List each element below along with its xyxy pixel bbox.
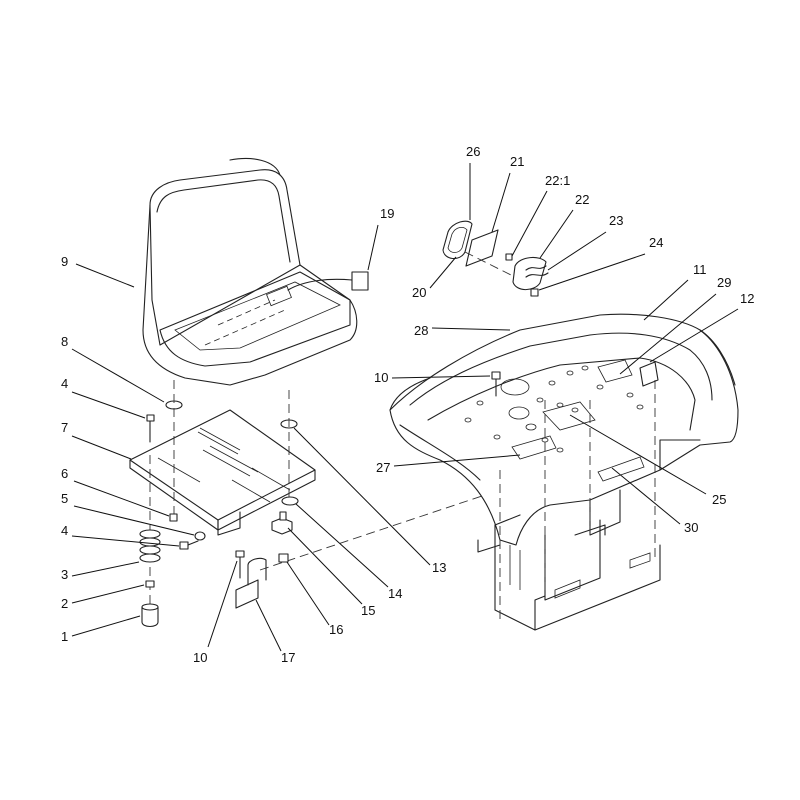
callout-30: 30 xyxy=(611,467,698,535)
svg-text:7: 7 xyxy=(61,420,68,435)
svg-text:16: 16 xyxy=(329,622,343,637)
svg-text:26: 26 xyxy=(466,144,480,159)
switch-bracket-17 xyxy=(235,557,267,609)
svg-text:21: 21 xyxy=(510,154,524,169)
svg-text:9: 9 xyxy=(61,254,68,269)
svg-text:11: 11 xyxy=(693,262,707,277)
bolt-6 xyxy=(169,513,178,522)
callout-4-lower: 4 xyxy=(61,523,180,547)
svg-text:10: 10 xyxy=(374,370,388,385)
bumper-1 xyxy=(141,603,159,628)
callout-11: 11 xyxy=(643,262,707,321)
callout-10-left: 10 xyxy=(193,560,238,665)
svg-text:1: 1 xyxy=(61,629,68,644)
bolt-10-left xyxy=(235,550,245,579)
callout-28: 28 xyxy=(414,323,511,338)
svg-text:5: 5 xyxy=(61,491,68,506)
svg-text:23: 23 xyxy=(609,213,623,228)
lower-frame xyxy=(477,380,661,631)
svg-text:4: 4 xyxy=(61,376,68,391)
svg-text:30: 30 xyxy=(684,520,698,535)
callout-10-right: 10 xyxy=(374,370,491,385)
callout-15: 15 xyxy=(287,527,375,618)
callout-3: 3 xyxy=(61,561,140,582)
svg-text:27: 27 xyxy=(376,460,390,475)
svg-text:17: 17 xyxy=(281,650,295,665)
svg-text:25: 25 xyxy=(712,492,726,507)
spring-3 xyxy=(139,529,161,563)
svg-text:13: 13 xyxy=(432,560,446,575)
callout-22: 22 xyxy=(539,192,589,259)
svg-text:22:1: 22:1 xyxy=(545,173,570,188)
callout-29: 29 xyxy=(619,275,731,375)
hour-meter-group xyxy=(442,220,549,297)
svg-text:15: 15 xyxy=(361,603,375,618)
rear-fender xyxy=(389,313,739,546)
callout-7: 7 xyxy=(61,420,132,460)
washer-5 xyxy=(194,531,206,541)
svg-text:28: 28 xyxy=(414,323,428,338)
nut-16 xyxy=(278,553,289,563)
callout-24: 24 xyxy=(538,235,663,291)
svg-text:22: 22 xyxy=(575,192,589,207)
svg-text:8: 8 xyxy=(61,334,68,349)
svg-text:4: 4 xyxy=(61,523,68,538)
callout-17: 17 xyxy=(255,599,295,665)
nut-2 xyxy=(145,580,155,588)
callout-4-upper: 4 xyxy=(61,376,146,419)
callout-8: 8 xyxy=(61,334,165,403)
callout-19: 19 xyxy=(367,206,394,271)
callout-25: 25 xyxy=(569,414,726,507)
seat-mounting-plate xyxy=(129,409,316,536)
callout-16: 16 xyxy=(286,561,343,637)
svg-text:10: 10 xyxy=(193,650,207,665)
svg-text:20: 20 xyxy=(412,285,426,300)
callout-2: 2 xyxy=(61,584,145,611)
svg-text:2: 2 xyxy=(61,596,68,611)
callout-21: 21 xyxy=(491,154,524,233)
bolt-4-lower xyxy=(179,540,199,550)
callout-12: 12 xyxy=(649,291,754,363)
seat xyxy=(142,157,369,386)
knob-15 xyxy=(271,511,293,535)
callout-14: 14 xyxy=(295,503,402,601)
callout-1: 1 xyxy=(61,615,141,644)
callout-6: 6 xyxy=(61,466,170,517)
svg-text:12: 12 xyxy=(740,291,754,306)
svg-text:24: 24 xyxy=(649,235,663,250)
callout-5: 5 xyxy=(61,491,195,536)
svg-text:19: 19 xyxy=(380,206,394,221)
washer-14 xyxy=(281,496,299,506)
callout-27: 27 xyxy=(376,454,521,475)
callout-20: 20 xyxy=(412,256,457,300)
callout-13: 13 xyxy=(293,427,446,575)
callout-9: 9 xyxy=(61,254,135,288)
svg-text:6: 6 xyxy=(61,466,68,481)
callout-23: 23 xyxy=(547,213,623,271)
svg-text:3: 3 xyxy=(61,567,68,582)
callout-26: 26 xyxy=(466,144,480,220)
svg-text:14: 14 xyxy=(388,586,402,601)
callout-22-1: 22:1 xyxy=(511,173,570,257)
svg-text:29: 29 xyxy=(717,275,731,290)
bolt-4-upper xyxy=(146,414,155,443)
